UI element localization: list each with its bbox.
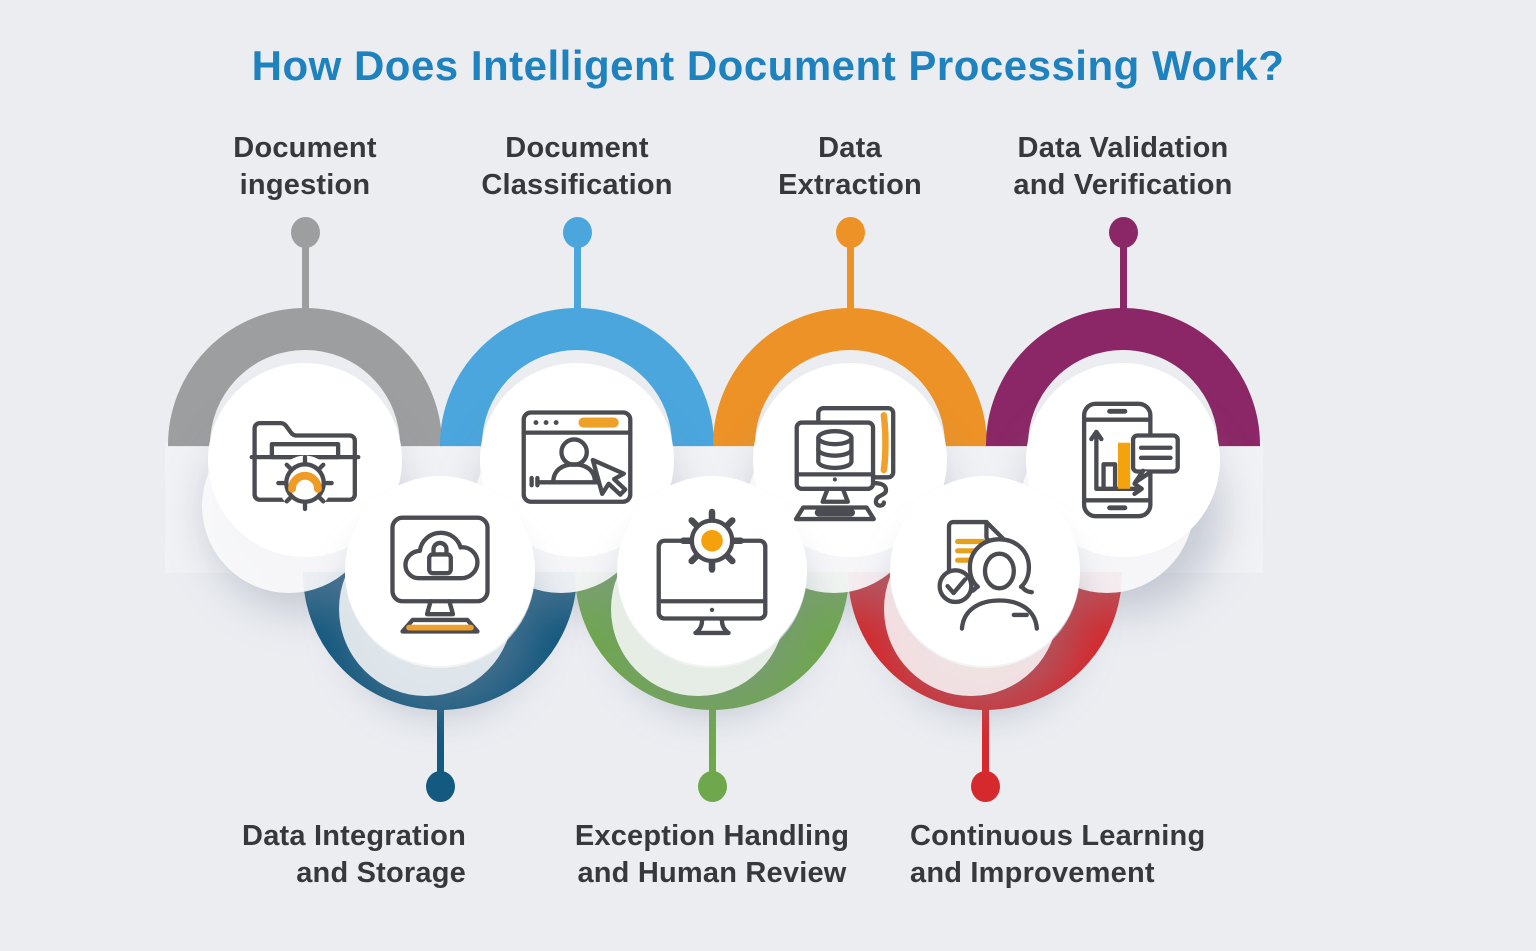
step-label: Exception Handling and Human Review <box>574 820 850 889</box>
step-label: Document Classification <box>481 132 673 201</box>
browser-user-cursor-icon <box>521 410 633 504</box>
tablet-chart-icon <box>1081 401 1180 519</box>
step-label: Continuous Learning and Improvement <box>910 820 1206 889</box>
step-label: Data Extraction <box>778 132 922 201</box>
step-disc <box>345 476 535 666</box>
connector-stem <box>573 240 581 320</box>
connector-stem <box>301 240 309 320</box>
step-label: Document ingestion <box>233 132 377 201</box>
connector-stem <box>1119 240 1127 320</box>
connector-stem <box>981 700 989 780</box>
connector-stem <box>708 700 716 780</box>
step-label: Data Integration and Storage <box>242 820 466 889</box>
monitor-cloud-lock-icon <box>390 515 490 634</box>
person-document-check-icon <box>937 519 1039 631</box>
connector-stem <box>436 700 444 780</box>
folder-gear-icon <box>249 420 361 512</box>
monitor-database-icon <box>793 406 896 522</box>
page-title: How Does Intelligent Document Processing… <box>251 42 1285 89</box>
monitor-gear-icon <box>656 508 768 636</box>
connector-stem <box>846 240 854 320</box>
step-label: Data Validation and Verification <box>1013 132 1233 201</box>
step-disc <box>890 476 1080 666</box>
step-disc <box>617 476 807 666</box>
